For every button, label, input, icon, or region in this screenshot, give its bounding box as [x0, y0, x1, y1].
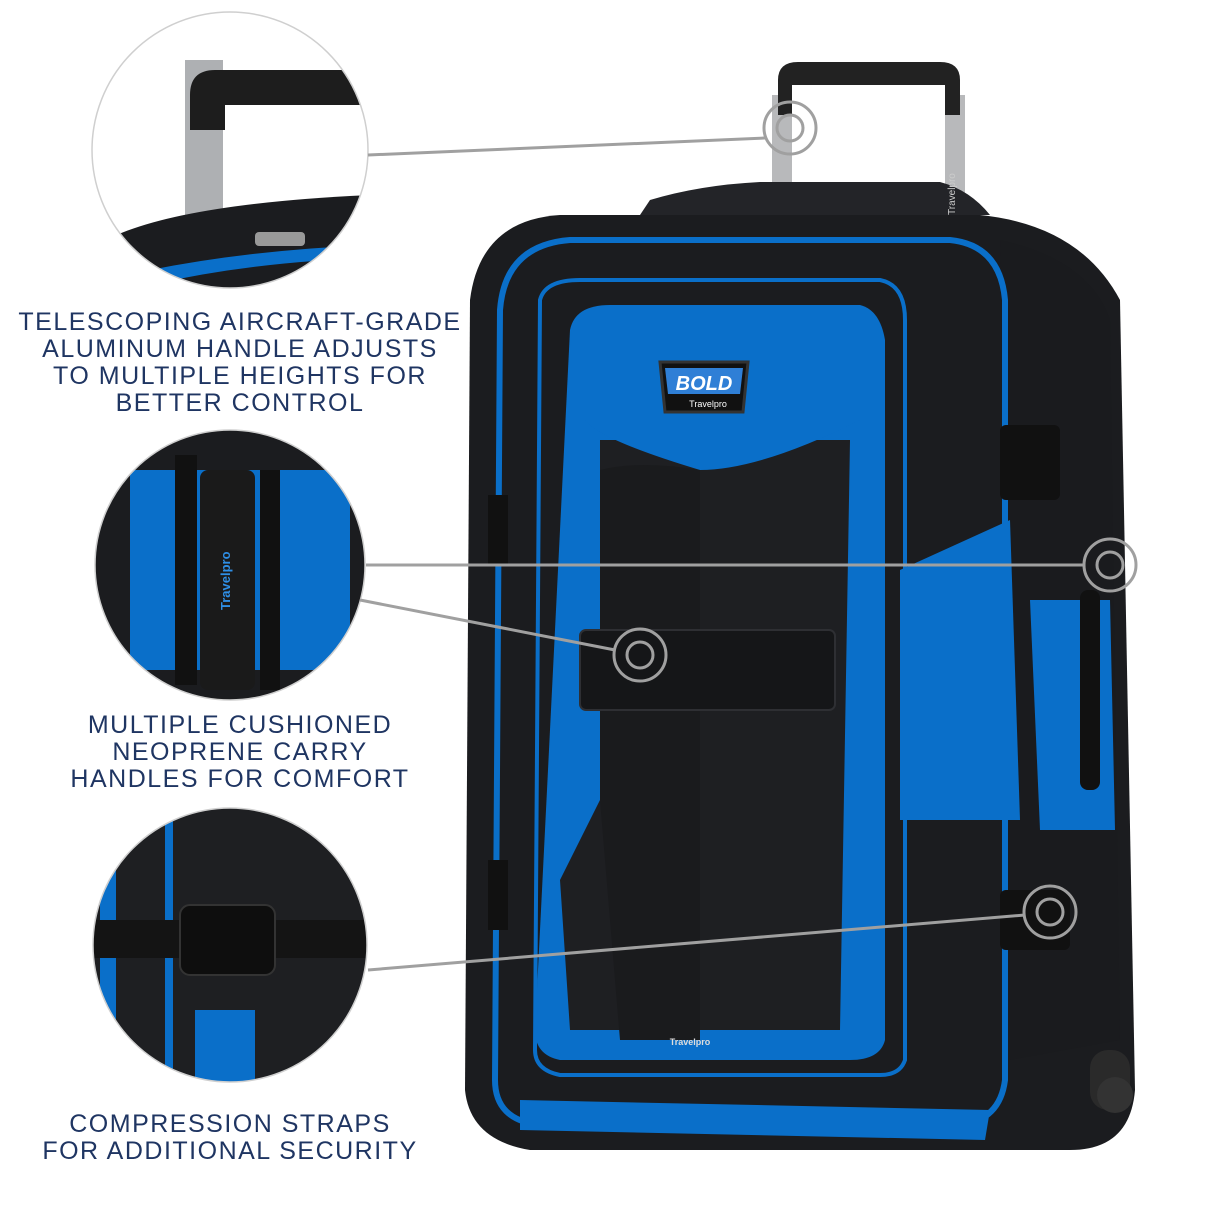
badge-text: BOLD	[676, 373, 733, 395]
caption-line: NEOPRENE CARRY	[112, 738, 368, 766]
caption-line: HANDLES FOR COMFORT	[70, 765, 410, 793]
bold-badge: BOLD Travelpro	[658, 360, 750, 414]
callout-handle	[367, 100, 818, 157]
caption-carry-handles: MULTIPLE CUSHIONED NEOPRENE CARRY HANDLE…	[0, 712, 480, 793]
carry-handle-brand: Travelpro	[218, 551, 233, 610]
detail-circle-compression-straps	[93, 808, 367, 1082]
caption-line: COMPRESSION STRAPS	[69, 1110, 391, 1138]
caption-line: MULTIPLE CUSHIONED	[87, 711, 393, 739]
handle-brand-label: Travelpro	[947, 173, 958, 215]
caption-line: BETTER CONTROL	[115, 389, 365, 417]
front-brand-label: Travelpro	[670, 1037, 711, 1047]
caption-line: FOR ADDITIONAL SECURITY	[42, 1137, 418, 1165]
callout-carry-handles	[359, 537, 1138, 683]
caption-line: ALUMINUM HANDLE ADJUSTS	[42, 335, 438, 363]
detail-circle-carry-handles: Travelpro	[95, 430, 365, 700]
caption-compression-straps: COMPRESSION STRAPS FOR ADDITIONAL SECURI…	[0, 1111, 470, 1165]
caption-line: TO MULTIPLE HEIGHTS FOR	[53, 362, 427, 390]
callout-compression-straps	[367, 884, 1078, 972]
caption-line: TELESCOPING AIRCRAFT-GRADE	[18, 308, 462, 336]
luggage-body: BOLD Travelpro Travelpro Travelpro	[465, 173, 1135, 1150]
caption-handle: TELESCOPING AIRCRAFT-GRADE ALUMINUM HAND…	[0, 309, 480, 417]
detail-circle-handle	[92, 12, 368, 288]
badge-brand: Travelpro	[689, 399, 727, 409]
